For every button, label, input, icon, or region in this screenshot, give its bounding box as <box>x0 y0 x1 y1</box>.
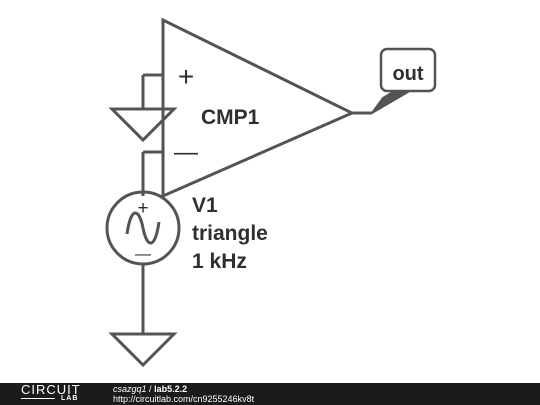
comparator-plus-sign: + <box>178 61 194 92</box>
logo-text-lab: LAB <box>61 395 79 402</box>
footer-username[interactable]: csazgq1 <box>113 384 147 394</box>
source-name-label: V1 <box>192 194 218 217</box>
logo-wire-icon <box>21 398 55 399</box>
output-port-connector <box>371 91 409 114</box>
footer-project-name[interactable]: lab5.2.2 <box>154 384 188 394</box>
source-minus-sign: — <box>135 246 151 263</box>
footer-bar: CIRCUIT LAB csazgq1 / lab5.2.2 http://ci… <box>0 383 540 405</box>
logo-text-circuit: CIRCUIT <box>21 382 81 397</box>
schematic-canvas: out + — CMP1 + — V1 triangle 1 kHz <box>105 17 437 368</box>
source-waveform-label: triangle <box>192 222 268 245</box>
source-frequency-label: 1 kHz <box>192 250 247 273</box>
output-port[interactable] <box>379 47 437 93</box>
footer-meta: csazgq1 / lab5.2.2 http://circuitlab.com… <box>113 384 254 404</box>
source-plus-sign: + <box>137 198 148 219</box>
footer-path: csazgq1 / lab5.2.2 <box>113 384 254 394</box>
footer-separator: / <box>149 384 152 394</box>
comparator-label: CMP1 <box>201 106 260 129</box>
footer-url[interactable]: http://circuitlab.com/cn9255246kv8t <box>113 394 255 404</box>
circuitlab-logo[interactable]: CIRCUIT LAB <box>21 382 93 404</box>
sine-wave-icon <box>125 211 161 245</box>
ground-symbol-top[interactable] <box>108 107 178 143</box>
comparator-minus-sign: — <box>174 139 198 166</box>
ground-symbol-bottom[interactable] <box>108 332 178 368</box>
output-port-label: out <box>392 63 423 85</box>
